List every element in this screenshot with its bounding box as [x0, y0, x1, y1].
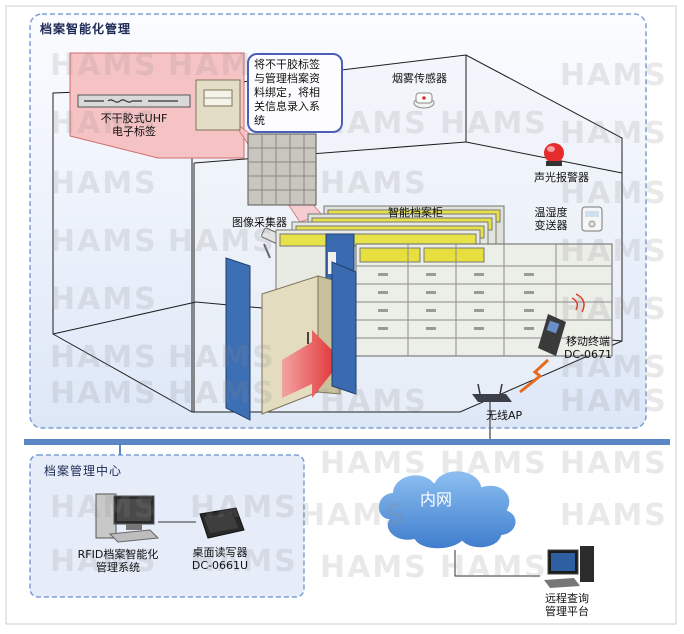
mobile-terminal-label: 移动终端 DC-0671 [563, 335, 613, 361]
watermark: HAMS [168, 340, 276, 375]
intranet-label: 内网 [420, 490, 453, 509]
computer-icon [95, 493, 160, 543]
camera-label: 图像采集器 [232, 216, 287, 229]
watermark: HAMS [320, 166, 428, 201]
uhf-tag-icon [77, 94, 191, 108]
watermark: HAMS [320, 446, 428, 481]
page-frame [5, 5, 677, 625]
desktop-reader-icon [199, 507, 245, 539]
watermark: HAMS [440, 446, 548, 481]
watermark: HAMS [50, 376, 158, 411]
archive-box-icon [195, 79, 241, 131]
watermark: HAMS [190, 490, 298, 525]
watermark: HAMS [50, 340, 158, 375]
wireless-link [519, 358, 550, 394]
watermark: HAMS [50, 544, 158, 579]
watermark: HAMS [560, 176, 668, 211]
network-bus [24, 439, 670, 445]
watermark: HAMS [320, 384, 428, 419]
watermark: HAMS [300, 498, 408, 533]
watermark: HAMS [440, 550, 548, 585]
archive-shelves-photo [247, 133, 317, 206]
rfid-door-gate [225, 257, 357, 421]
workstation-icon [544, 546, 594, 588]
watermark: HAMS [560, 498, 668, 533]
watermark: HAMS [560, 446, 668, 481]
watermark: HAMS [560, 292, 668, 327]
watermark: HAMS [50, 490, 158, 525]
cabinet-label: 智能档案柜 [388, 206, 443, 219]
watermark: HAMS [190, 544, 298, 579]
handheld-terminal-icon [538, 293, 585, 356]
wireless-ap-icon [472, 383, 512, 440]
watermark: HAMS [50, 48, 158, 83]
management-center-panel [29, 454, 305, 598]
thermo-hygrometer-icon [581, 206, 603, 232]
wireless-ap-label: 无线AP [486, 409, 523, 422]
watermark: HAMS [560, 384, 668, 419]
watermark: HAMS [560, 58, 668, 93]
intranet-cloud [377, 469, 518, 551]
watermark: HAMS [168, 376, 276, 411]
thermo-label: 温湿度 变送器 [534, 206, 568, 232]
watermark: HAMS [50, 282, 158, 317]
watermark: HAMS [50, 224, 158, 259]
alarm-light-icon [544, 143, 564, 166]
watermark: HAMS [560, 116, 668, 151]
management-panel-title: 档案智能化管理 [40, 22, 132, 36]
management-center-title: 档案管理中心 [44, 464, 123, 478]
watermark: HAMS [168, 224, 276, 259]
watermark: HAMS [320, 550, 428, 585]
watermark: HAMS [50, 166, 158, 201]
uhf-tag-label: 不干胶式UHF 电子标签 [100, 112, 168, 138]
smoke-sensor-label: 烟雾传感器 [392, 72, 447, 85]
watermark: HAMS [50, 106, 158, 141]
alarm-label: 声光报警器 [534, 171, 589, 184]
watermark: HAMS [560, 234, 668, 269]
binding-callout: 将不干胶标签 与管理档案资 料绑定，将相 关信息录入系 统 [247, 53, 343, 133]
desktop-reader-label: 桌面读写器 DC-0661U [191, 546, 249, 572]
rfid-system-label: RFID档案智能化 管理系统 [77, 548, 159, 574]
cloud-link [454, 550, 540, 577]
watermark: HAMS [560, 350, 668, 385]
smoke-sensor-icon [413, 92, 435, 109]
watermark: HAMS [440, 106, 548, 141]
remote-platform-label: 远程查询 管理平台 [545, 592, 589, 618]
